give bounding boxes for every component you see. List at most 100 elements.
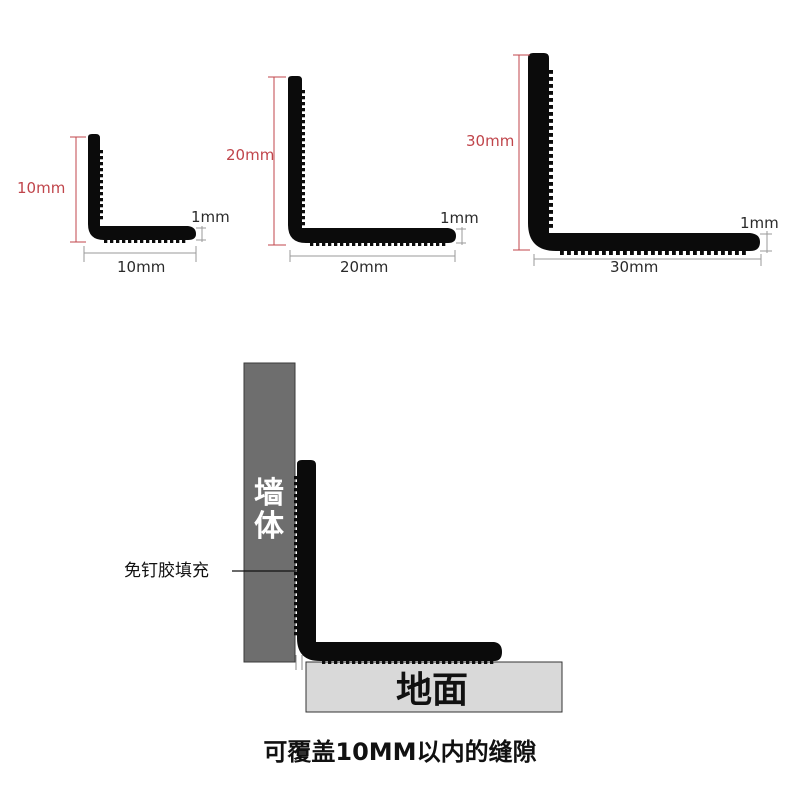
tooth bbox=[158, 240, 162, 243]
tooth bbox=[302, 102, 305, 106]
tooth bbox=[302, 186, 305, 190]
installed-l-profile bbox=[297, 460, 502, 661]
tooth bbox=[549, 168, 553, 172]
tooth bbox=[549, 91, 553, 95]
tooth bbox=[549, 161, 553, 165]
tooth bbox=[418, 243, 422, 246]
tooth bbox=[140, 240, 144, 243]
tooth bbox=[364, 243, 368, 246]
tooth bbox=[100, 174, 103, 178]
tooth bbox=[302, 156, 305, 160]
tooth bbox=[100, 216, 103, 220]
thickness-label: 1mm bbox=[440, 209, 479, 227]
tooth bbox=[595, 251, 599, 255]
tooth bbox=[644, 251, 648, 255]
tooth bbox=[302, 204, 305, 208]
tooth bbox=[430, 243, 434, 246]
tooth bbox=[294, 554, 297, 558]
tooth bbox=[436, 661, 440, 664]
tooth bbox=[460, 661, 464, 664]
tooth bbox=[294, 584, 297, 588]
tooth bbox=[294, 488, 297, 492]
profile-teeth bbox=[100, 150, 186, 243]
tooth bbox=[294, 614, 297, 618]
tooth bbox=[322, 661, 326, 664]
tooth bbox=[164, 240, 168, 243]
tooth bbox=[382, 243, 386, 246]
height-label: 10mm bbox=[17, 179, 65, 197]
tooth bbox=[302, 120, 305, 124]
tooth bbox=[294, 590, 297, 594]
tooth bbox=[549, 182, 553, 186]
profile-10mm: 10mm 10mm 1mm bbox=[17, 134, 230, 276]
tooth bbox=[549, 70, 553, 74]
tooth bbox=[302, 108, 305, 112]
tooth bbox=[430, 661, 434, 664]
tooth bbox=[490, 661, 494, 664]
floor-label: 地面 bbox=[396, 670, 468, 711]
tooth bbox=[302, 198, 305, 202]
tooth bbox=[549, 203, 553, 207]
tooth bbox=[302, 192, 305, 196]
tooth bbox=[334, 661, 338, 664]
tooth bbox=[100, 150, 103, 154]
l-profile-shape bbox=[288, 76, 456, 243]
tooth bbox=[134, 240, 138, 243]
tooth bbox=[735, 251, 739, 255]
tooth bbox=[549, 105, 553, 109]
tooth bbox=[672, 251, 676, 255]
tooth bbox=[609, 251, 613, 255]
tooth bbox=[382, 661, 386, 664]
tooth bbox=[707, 251, 711, 255]
tooth bbox=[358, 243, 362, 246]
tooth bbox=[294, 566, 297, 570]
tooth bbox=[560, 251, 564, 255]
width-label: 20mm bbox=[340, 258, 388, 276]
tooth bbox=[370, 661, 374, 664]
tooth bbox=[302, 96, 305, 100]
tooth bbox=[176, 240, 180, 243]
installation-diagram: 墙 体 地面 免钉胶填充 bbox=[124, 362, 563, 713]
l-profile-shape bbox=[88, 134, 196, 240]
tooth bbox=[294, 512, 297, 516]
tooth bbox=[294, 608, 297, 612]
tooth bbox=[152, 240, 156, 243]
tooth bbox=[484, 661, 488, 664]
tooth bbox=[334, 243, 338, 246]
tooth bbox=[100, 210, 103, 214]
tooth bbox=[302, 126, 305, 130]
tooth bbox=[588, 251, 592, 255]
tooth bbox=[310, 243, 314, 246]
tooth bbox=[700, 251, 704, 255]
tooth bbox=[549, 224, 553, 228]
tooth bbox=[549, 126, 553, 130]
tooth bbox=[346, 243, 350, 246]
tooth bbox=[346, 661, 350, 664]
tooth bbox=[549, 133, 553, 137]
tooth bbox=[442, 243, 446, 246]
tooth bbox=[302, 138, 305, 142]
tooth bbox=[400, 661, 404, 664]
tooth bbox=[322, 243, 326, 246]
tooth bbox=[388, 243, 392, 246]
tooth bbox=[352, 243, 356, 246]
installed-profile-teeth bbox=[294, 476, 494, 664]
tooth bbox=[294, 548, 297, 552]
tooth bbox=[302, 216, 305, 220]
tooth bbox=[294, 476, 297, 480]
profile-20mm: 20mm 20mm 1mm bbox=[226, 76, 479, 276]
tooth bbox=[412, 243, 416, 246]
tooth bbox=[100, 168, 103, 172]
tooth bbox=[294, 500, 297, 504]
wall-label-char-2: 体 bbox=[254, 509, 285, 544]
thickness-label: 1mm bbox=[740, 214, 779, 232]
tooth bbox=[679, 251, 683, 255]
tooth bbox=[549, 189, 553, 193]
tooth bbox=[294, 518, 297, 522]
tooth bbox=[182, 240, 186, 243]
tooth bbox=[104, 240, 108, 243]
tooth bbox=[376, 243, 380, 246]
tooth bbox=[100, 192, 103, 196]
tooth bbox=[294, 530, 297, 534]
